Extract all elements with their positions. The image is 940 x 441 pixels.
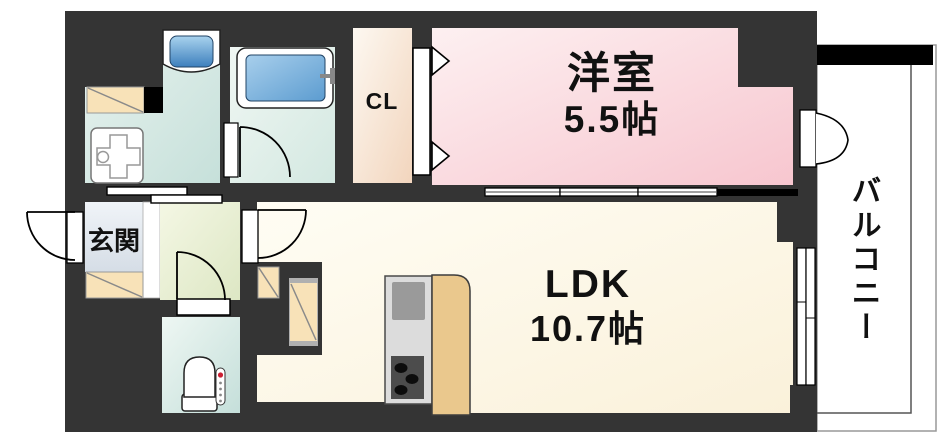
stove-burner xyxy=(405,374,419,384)
balcony-area xyxy=(816,44,937,432)
closet-floor xyxy=(353,28,412,183)
entrance-swing-door xyxy=(26,211,84,264)
washbasin xyxy=(162,29,221,73)
hallway-floor xyxy=(160,202,240,300)
western-room-sliding-partition xyxy=(484,187,798,197)
bathtub xyxy=(236,47,335,109)
closet-folding-door xyxy=(412,45,451,176)
balcony-top-wall xyxy=(817,45,933,65)
stove-burner xyxy=(394,385,408,395)
balcony-railing xyxy=(817,65,912,414)
toilet-control-panel xyxy=(215,367,226,406)
bathroom-swing-door xyxy=(223,122,291,178)
storage-cabinet-tall xyxy=(289,278,318,346)
western-room-name: 洋室 xyxy=(567,50,657,98)
western-room-corner-wall xyxy=(738,11,817,87)
pipe-space xyxy=(144,87,163,113)
washroom-cabinet xyxy=(86,86,145,114)
bath-faucet xyxy=(330,68,335,84)
stove-burner xyxy=(394,363,408,373)
shoe-cabinet xyxy=(85,271,144,299)
balcony-swing-door xyxy=(799,109,849,168)
ldk-corner-wall-bottom xyxy=(790,385,817,432)
entrance-step xyxy=(142,201,161,299)
bath-faucet xyxy=(320,74,332,78)
ldk-corner-wall-top xyxy=(777,202,817,242)
entrance-floor xyxy=(85,202,143,272)
balcony-label: バルコニー xyxy=(846,175,880,345)
ldk-sliding-window xyxy=(796,247,816,386)
western-room-size: 5.5帖 xyxy=(563,99,661,141)
washroom-sliding-door xyxy=(106,186,223,204)
kitchen-unit xyxy=(384,274,471,416)
ldk-size: 10.7帖 xyxy=(529,307,647,349)
kitchen-counter xyxy=(431,274,471,416)
ldk-name: LDK xyxy=(544,263,632,306)
closet-label: CL xyxy=(365,88,399,114)
washing-machine-pan xyxy=(90,127,144,184)
western-room-floor xyxy=(432,28,793,185)
western-room-label: 洋室 5.5帖 xyxy=(442,50,782,142)
toilet xyxy=(181,356,226,412)
kitchen-sink xyxy=(392,282,425,320)
toilet-swing-door xyxy=(176,251,231,316)
storage-cabinet-small xyxy=(257,266,280,299)
ldk-swing-door xyxy=(241,209,307,264)
entrance-label: 玄関 xyxy=(87,226,140,256)
ldk-label: LDK 10.7帖 xyxy=(418,263,758,349)
